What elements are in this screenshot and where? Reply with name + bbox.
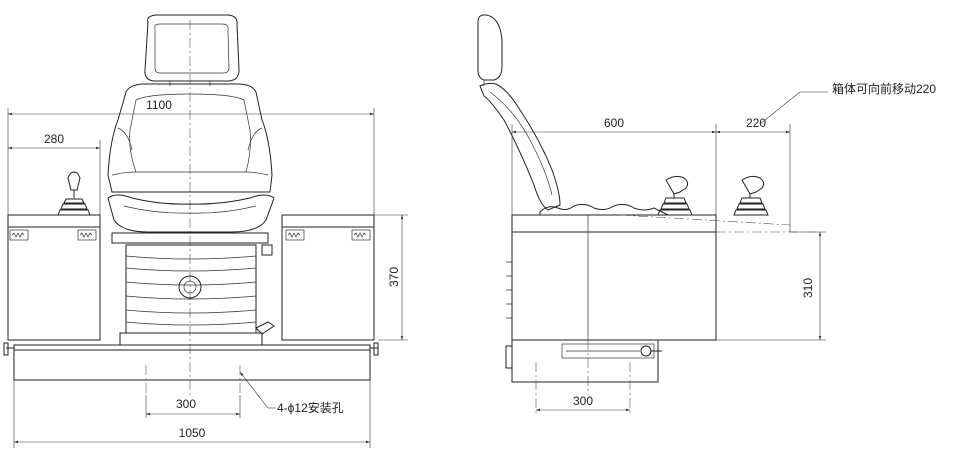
dim-console-width: 280 xyxy=(7,132,101,215)
base-plate xyxy=(3,332,379,395)
side-seat-back xyxy=(479,82,561,211)
headrest xyxy=(144,14,240,86)
side-handles xyxy=(506,261,512,319)
dim-side-hole-spacing-label: 300 xyxy=(573,394,593,408)
move-note: 箱体可向前移动220 xyxy=(759,81,936,125)
move-note-label: 箱体可向前移动220 xyxy=(832,81,936,96)
adjust-knob xyxy=(178,275,202,299)
dim-hole-spacing: 300 xyxy=(145,395,241,418)
dim-console-width-label: 280 xyxy=(44,132,64,146)
side-headrest xyxy=(477,14,503,81)
dim-depth: 600 xyxy=(511,116,717,215)
left-console xyxy=(7,171,101,341)
dim-total-width: 1100 xyxy=(7,98,375,215)
dim-console-height-label: 370 xyxy=(387,267,401,287)
side-view: 600 220 箱体可向前移动220 310 300 xyxy=(477,14,936,415)
dim-move-label: 220 xyxy=(746,116,766,130)
front-view: 1100 280 370 300 4-ϕ12安装孔 xyxy=(3,14,408,448)
left-joystick xyxy=(57,171,91,216)
hole-note-label: 4-ϕ12安装孔 xyxy=(277,400,344,415)
mount-brackets xyxy=(3,342,379,356)
tilt-lever xyxy=(255,321,275,335)
seat-slide xyxy=(111,232,269,244)
right-console xyxy=(281,214,375,341)
side-joystick-moved xyxy=(619,175,791,226)
dim-box-height-label: 310 xyxy=(801,278,815,298)
dim-depth-label: 600 xyxy=(604,116,624,130)
seat-cushion xyxy=(107,194,275,233)
side-joystick xyxy=(657,175,693,216)
dim-base-width: 1050 xyxy=(13,380,371,448)
dim-move: 220 xyxy=(716,116,791,232)
hole-note: 4-ϕ12安装孔 xyxy=(239,371,344,415)
suspension-bellows xyxy=(125,244,275,335)
dim-box-height: 310 xyxy=(716,231,826,341)
seat-back xyxy=(107,83,273,193)
side-slide-rail xyxy=(505,339,662,415)
dim-side-hole-spacing: 300 xyxy=(536,394,630,412)
dim-console-height: 370 xyxy=(374,214,408,341)
dim-base-width-label: 1050 xyxy=(179,426,206,440)
side-seat-cushion xyxy=(539,203,669,216)
dim-hole-spacing-label: 300 xyxy=(176,397,196,411)
adjust-lever xyxy=(261,244,273,256)
side-console-box xyxy=(506,214,820,395)
dim-total-width-label: 1100 xyxy=(146,98,172,112)
rail-lock-knob xyxy=(640,345,652,357)
